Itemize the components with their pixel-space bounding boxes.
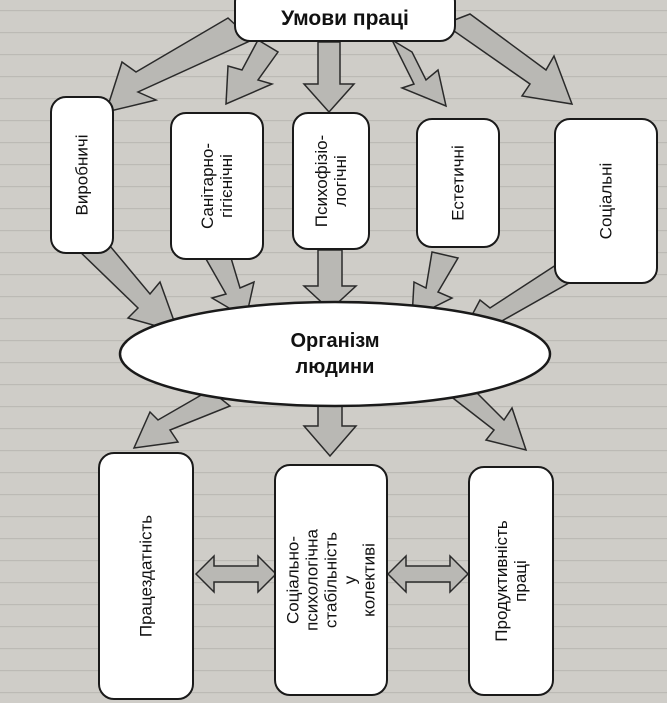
result-label-stabilnist: Соціально- психологічна стабільність у к… [283, 529, 379, 631]
umovy-pratsi-box: Умови праці [234, 0, 456, 42]
factor-label-psykhofiziolohichni: Психофізіо- логічні [312, 134, 350, 228]
factor-box-estetychni: Естетичні [416, 118, 500, 248]
arrow-top-to-sotsialni [442, 13, 574, 105]
result-label-pratsezdatnist: Працездатність [136, 514, 156, 638]
factor-box-vyrobnychi: Виробничі [50, 96, 114, 254]
factor-label-estetychni: Естетичні [448, 145, 468, 221]
result-label-produktyvnist: Продуктивність праці [492, 520, 530, 642]
organizm-ellipse [118, 300, 552, 408]
arrow-organizm-to-pratsezdatnist [132, 389, 232, 449]
factor-box-sotsialni: Соціальні [554, 118, 658, 284]
umovy-pratsi-label: Умови праці [281, 7, 409, 30]
arrow-top-to-psykhofiziolohichni [302, 41, 356, 114]
arrow-psykhofiziolohichni-to-organizm [302, 249, 358, 312]
factor-label-sotsialni: Соціальні [596, 162, 616, 240]
factor-label-vyrobnychi: Виробничі [72, 134, 92, 216]
organizm-label: Організм людини [290, 330, 380, 378]
result-box-produktyvnist: Продуктивність праці [468, 466, 554, 696]
arrow-top-to-estetychni [390, 38, 448, 108]
factor-box-psykhofiziolohichni: Психофізіо- логічні [292, 112, 370, 250]
factor-label-sanitarno: Санітарно- гігієнічні [198, 142, 236, 230]
arrow-top-to-sanitarno [225, 38, 280, 106]
arrow-top-to-vyrobnychi [104, 17, 254, 114]
result-box-pratsezdatnist: Працездатність [98, 452, 194, 700]
factor-box-sanitarno: Санітарно- гігієнічні [170, 112, 264, 260]
result-box-stabilnist: Соціально- психологічна стабільність у к… [274, 464, 388, 696]
